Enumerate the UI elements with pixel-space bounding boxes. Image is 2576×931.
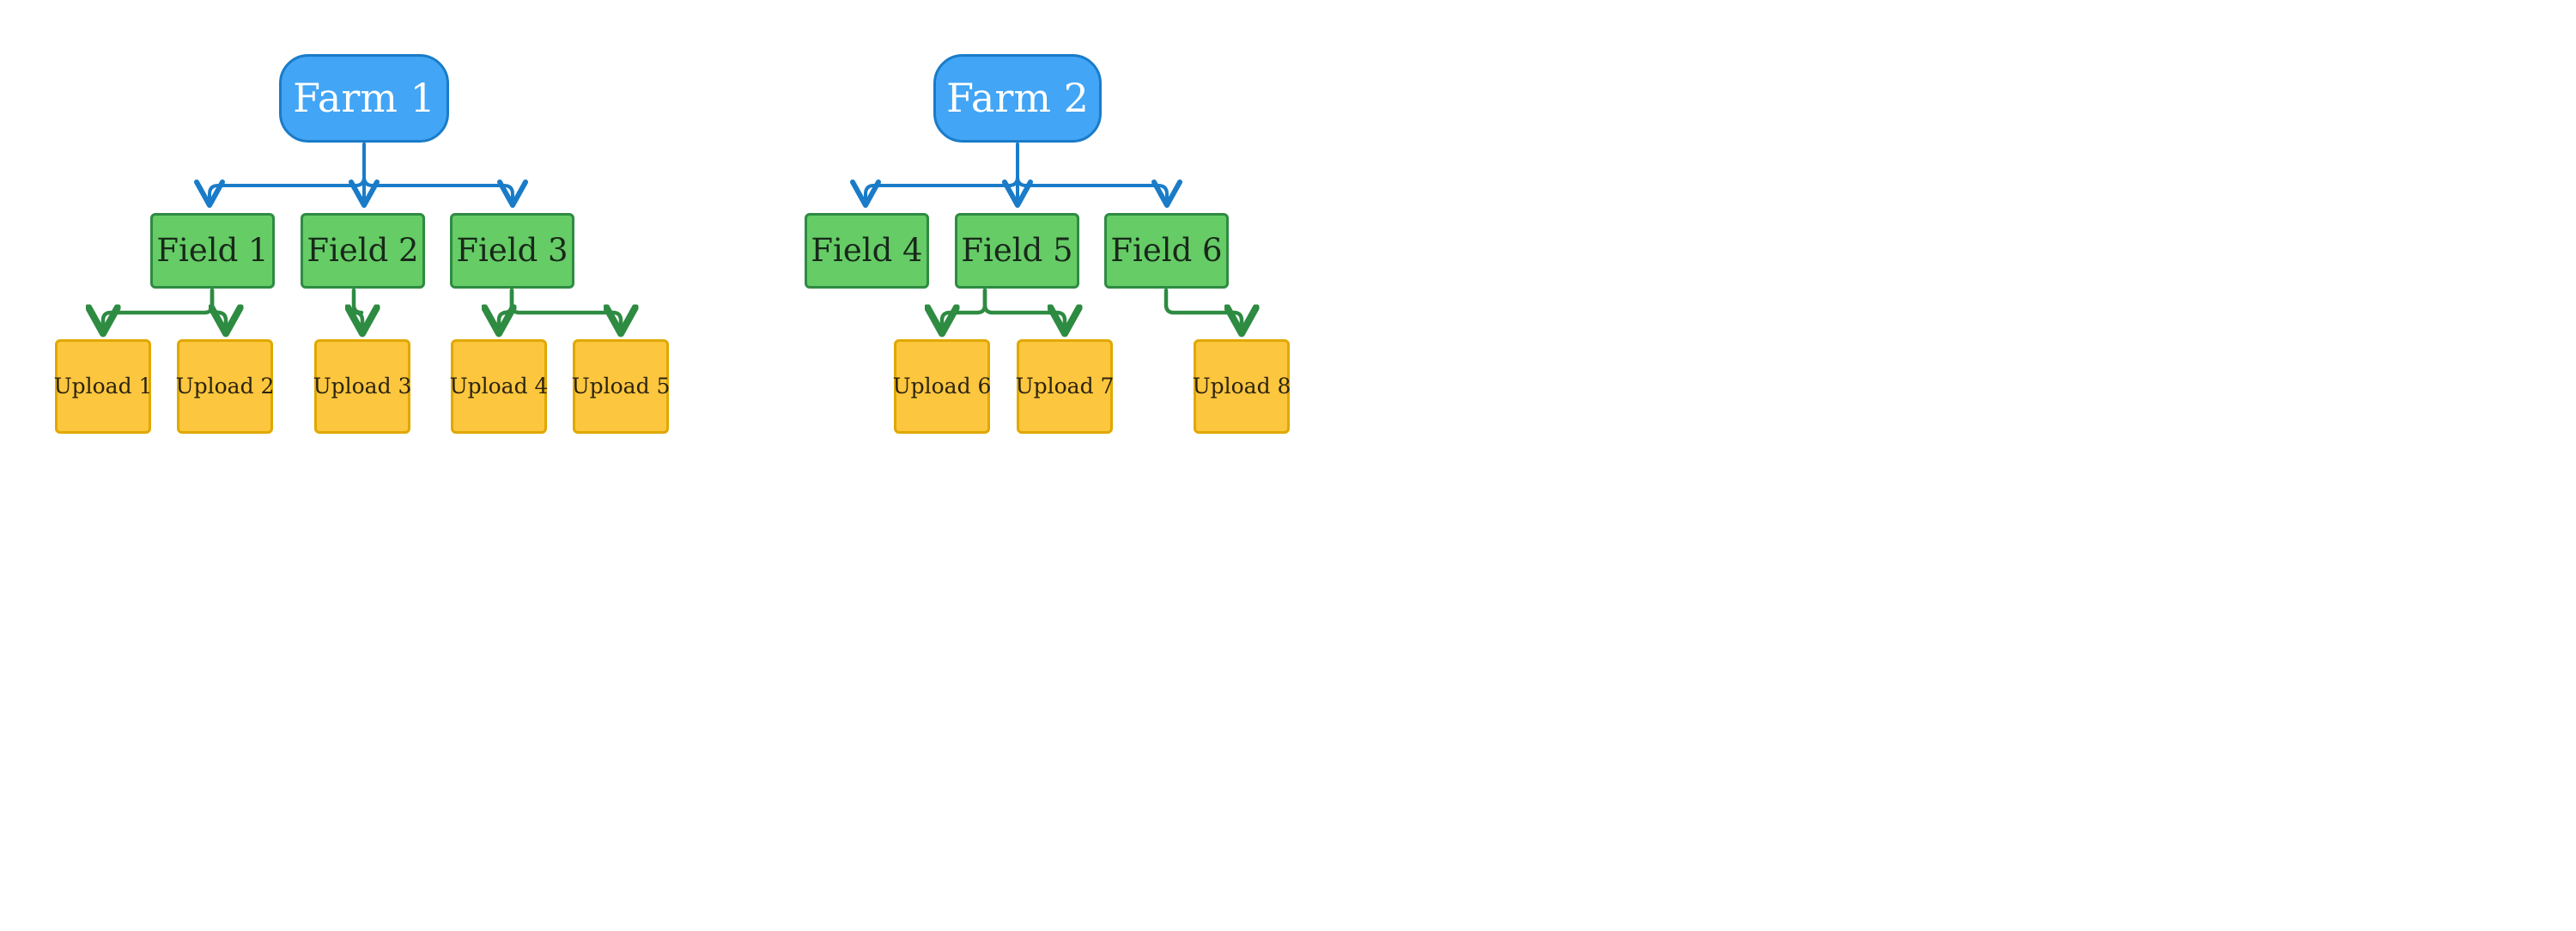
node-upload-6-label: Upload 6 — [892, 374, 992, 399]
node-upload-6[interactable]: Upload 6 — [892, 339, 992, 434]
edge-field6-upload8 — [1163, 288, 1242, 331]
node-farm-2[interactable]: Farm 2 — [933, 54, 1102, 143]
node-upload-4-label: Upload 4 — [449, 374, 549, 399]
node-upload-1-label: Upload 1 — [53, 374, 153, 399]
edge-field1-upload2 — [212, 288, 226, 331]
node-field-4[interactable]: Field 4 — [805, 213, 929, 289]
edge-field2-upload3 — [354, 288, 362, 331]
node-upload-7-label: Upload 7 — [1015, 374, 1115, 399]
edge-farm2-field6 — [1016, 143, 1182, 208]
node-upload-7[interactable]: Upload 7 — [1015, 339, 1115, 434]
node-farm-2-label: Farm 2 — [946, 75, 1089, 122]
node-farm-1-label: Farm 1 — [293, 75, 435, 122]
node-farm-1[interactable]: Farm 1 — [279, 54, 449, 143]
node-upload-5[interactable]: Upload 5 — [571, 339, 671, 434]
node-upload-1[interactable]: Upload 1 — [53, 339, 153, 434]
farm-to-field-edges — [194, 143, 1182, 208]
node-field-5[interactable]: Field 5 — [955, 213, 1079, 289]
edge-field5-upload7 — [982, 288, 1065, 331]
node-field-1[interactable]: Field 1 — [150, 213, 275, 289]
field-to-upload-edges — [103, 288, 1242, 331]
edge-field3-upload5 — [509, 288, 621, 331]
node-upload-3-label: Upload 3 — [313, 374, 412, 399]
node-upload-3[interactable]: Upload 3 — [313, 339, 412, 434]
node-upload-8-label: Upload 8 — [1192, 374, 1291, 399]
edge-farm1-field3 — [362, 143, 528, 208]
edge-field1-upload1 — [103, 288, 215, 331]
node-field-5-label: Field 5 — [961, 231, 1073, 269]
node-upload-2[interactable]: Upload 2 — [175, 339, 275, 434]
node-upload-8[interactable]: Upload 8 — [1192, 339, 1291, 434]
edge-field5-upload6 — [942, 288, 987, 331]
node-field-3-label: Field 3 — [456, 231, 568, 269]
edge-field3-upload4 — [499, 288, 512, 331]
node-field-1-label: Field 1 — [156, 231, 269, 269]
node-field-4-label: Field 4 — [811, 231, 923, 269]
node-field-2[interactable]: Field 2 — [301, 213, 425, 289]
node-upload-5-label: Upload 5 — [571, 374, 671, 399]
node-field-3[interactable]: Field 3 — [450, 213, 574, 289]
edge-farm1-field1 — [194, 143, 366, 208]
node-upload-4[interactable]: Upload 4 — [449, 339, 549, 434]
node-field-6[interactable]: Field 6 — [1104, 213, 1229, 289]
node-upload-2-label: Upload 2 — [175, 374, 275, 399]
node-field-6-label: Field 6 — [1110, 231, 1223, 269]
node-field-2-label: Field 2 — [307, 231, 419, 269]
edge-farm2-field4 — [850, 143, 1019, 208]
